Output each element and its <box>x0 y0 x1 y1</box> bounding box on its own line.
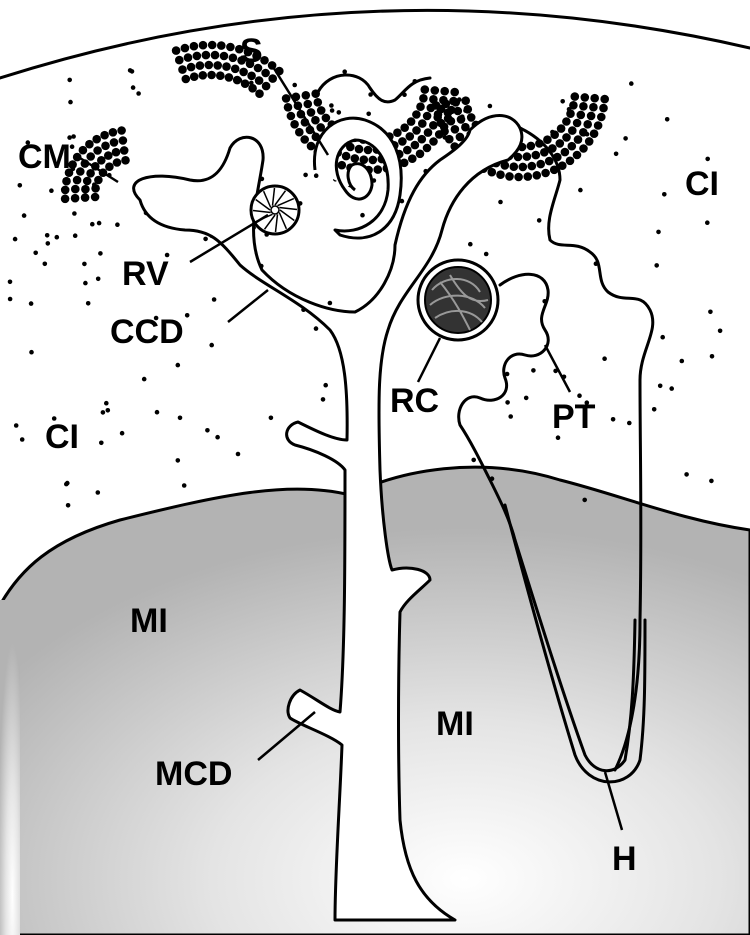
label-s: S <box>240 32 263 70</box>
label-ci-right: CI <box>685 165 719 203</box>
leader-s <box>268 61 330 156</box>
cortical-interstitium-dots <box>7 68 723 508</box>
leader-h <box>603 771 624 831</box>
s-shaped-body <box>312 116 403 240</box>
kidney-capsule <box>0 8 750 80</box>
label-h: H <box>612 840 637 878</box>
label-ccd: CCD <box>110 313 184 351</box>
label-mi-center: MI <box>436 705 474 743</box>
leader-ccd <box>227 289 269 323</box>
leader-rv <box>189 213 269 264</box>
label-rc: RC <box>390 382 439 420</box>
leader-pt <box>543 344 572 393</box>
leader-cm <box>79 156 119 184</box>
label-cm: CM <box>18 138 71 176</box>
leader-rc <box>416 337 442 383</box>
renal-corpuscle <box>416 258 500 342</box>
collecting-duct <box>132 114 524 922</box>
label-pt: PT <box>552 398 596 436</box>
leader-mcd <box>257 711 316 761</box>
label-mi-left: MI <box>130 602 168 640</box>
label-rv: RV <box>122 255 169 293</box>
proximal-tubule <box>518 126 655 772</box>
renal-vesicle <box>249 184 301 236</box>
label-ci-left: CI <box>45 418 79 456</box>
label-mcd: MCD <box>155 755 232 793</box>
